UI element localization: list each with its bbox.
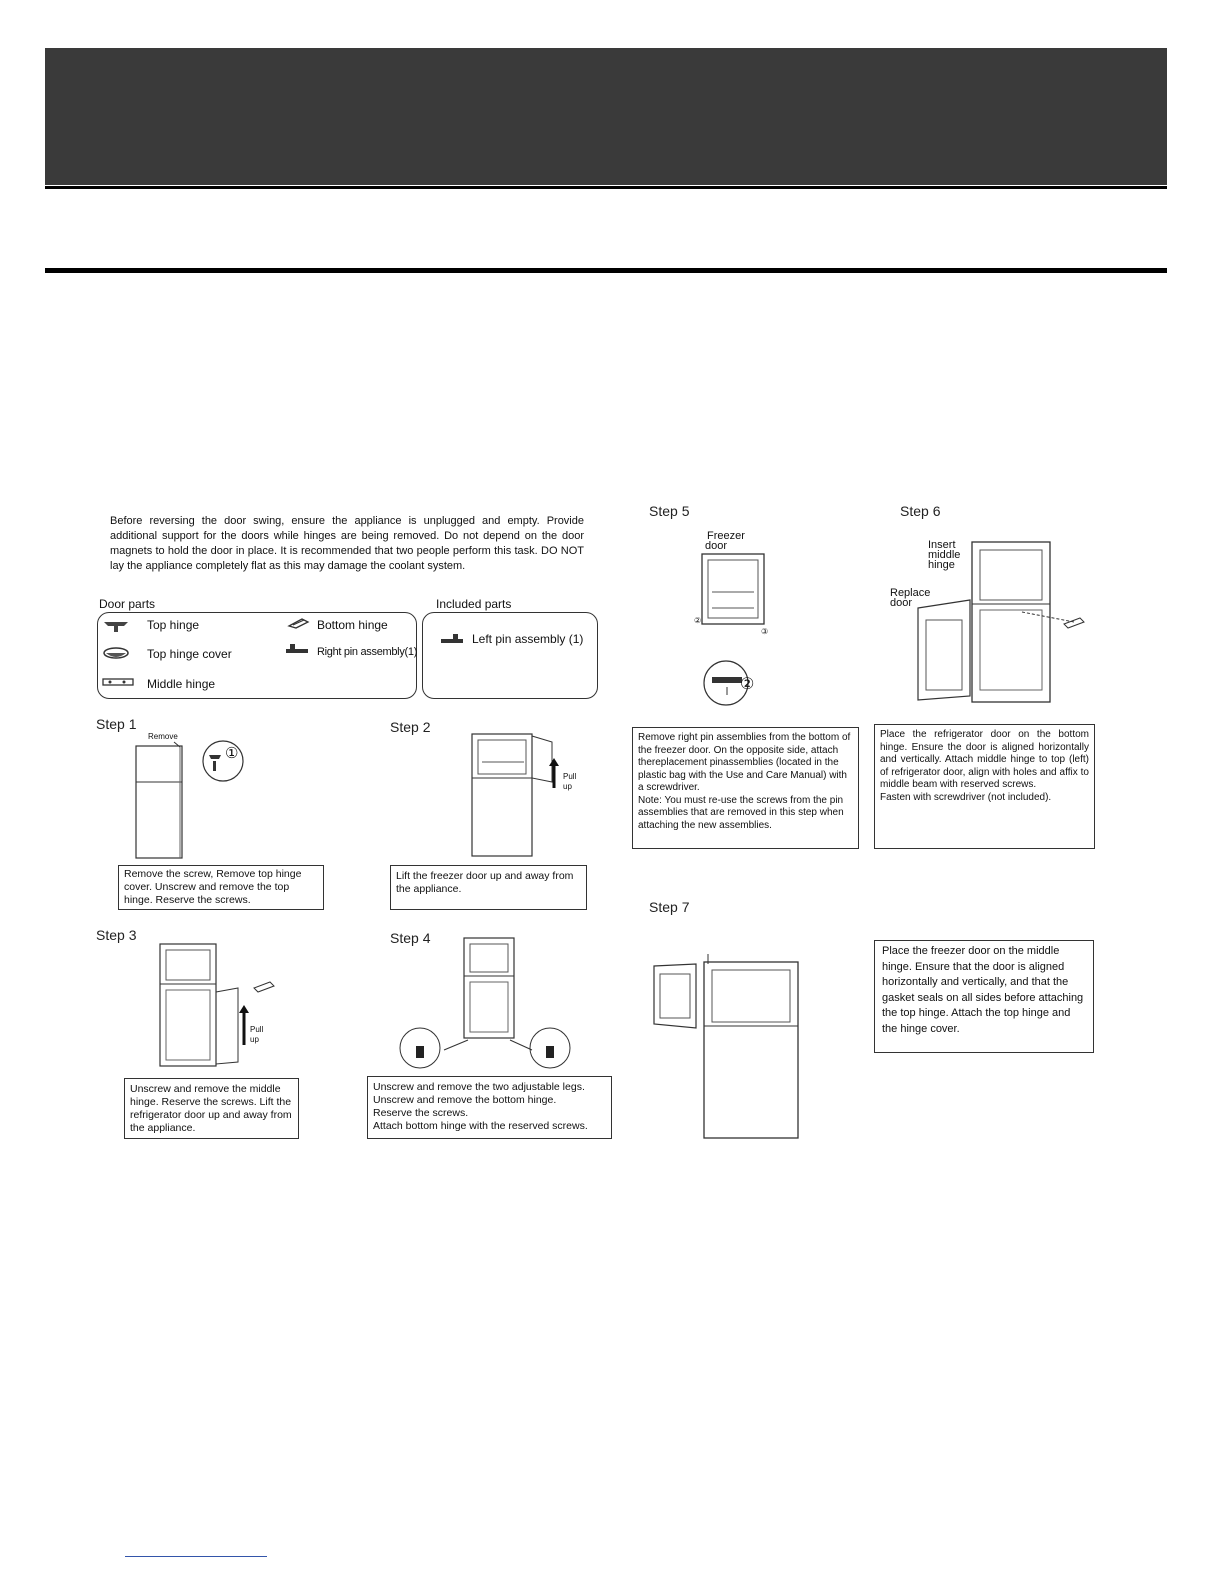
step-4-instruction-box: Unscrew and remove the two adjustable le… (367, 1076, 612, 1139)
part-bottom-hinge: Bottom hinge (317, 618, 388, 632)
step-4-label: Step 4 (390, 930, 431, 946)
step-1-number-callout: ① (225, 745, 239, 762)
step-2-pull-callout: Pull (563, 772, 577, 781)
step-1-fridge-illustration (135, 741, 183, 859)
part-middle-hinge: Middle hinge (147, 677, 216, 691)
step-7-fridge-illustration (653, 954, 799, 1139)
part-right-pin-assembly: Right pin assembly(1) (317, 646, 418, 658)
step-6-door-callout: door (890, 597, 913, 609)
door-parts-label: Door parts (99, 597, 156, 611)
intro-warning-text: Before reversing the door swing, ensure … (110, 515, 584, 572)
step-3-label: Step 3 (96, 927, 137, 943)
step-2-instruction-box: Lift the freezer door up and away from t… (390, 865, 587, 910)
step-3-fridge-illustration (159, 943, 275, 1067)
header-bar (45, 48, 1167, 185)
step-2-fridge-illustration (471, 733, 553, 857)
step-7-label: Step 7 (649, 899, 690, 915)
step-5-label: Step 5 (649, 503, 690, 519)
top-hinge-icon (104, 622, 128, 632)
step-5-freezer-callout: Freezer (707, 530, 745, 542)
step-6-middle-callout: middle (928, 549, 961, 561)
step-2-up-callout: up (563, 782, 572, 791)
step-3-instruction-box: Unscrew and remove the middle hinge. Res… (124, 1078, 299, 1139)
step-3-instruction: Unscrew and remove the middle hinge. Res… (130, 1083, 292, 1134)
step-6-hinge-callout: hinge (928, 559, 955, 571)
step-1-detail-circle (202, 740, 244, 782)
step-6-fridge-illustration (917, 541, 1085, 703)
step-5-freezer-door-illustration (701, 553, 765, 625)
step-5-callout-3: ③ (761, 627, 769, 636)
step-5-instruction: Remove right pin assemblies from the bot… (638, 732, 851, 831)
part-top-hinge-cover: Top hinge cover (147, 647, 232, 661)
step-2-instruction: Lift the freezer door up and away from t… (396, 870, 574, 895)
step-4-fridge-illustration (399, 937, 571, 1069)
step-6-instruction-box: Place the refrigerator door on the botto… (874, 724, 1095, 849)
footer-link[interactable] (125, 1556, 267, 1557)
right-pin-assembly-icon (286, 644, 308, 653)
step-3-pull-up-arrow (239, 1005, 249, 1045)
part-top-hinge: Top hinge (147, 618, 200, 632)
step-7-instruction-box: Place the freezer door on the middle hin… (874, 940, 1094, 1053)
part-left-pin-assembly: Left pin assembly (1) (472, 632, 584, 646)
step-1-remove-callout: Remove (148, 732, 178, 741)
step-2-pull-up-arrow (549, 758, 559, 788)
step-6-instruction: Place the refrigerator door on the botto… (880, 729, 1089, 803)
left-pin-assembly-icon (441, 634, 463, 643)
included-parts-label: Included parts (436, 597, 512, 611)
step-5-callout-2a: ② (694, 616, 702, 625)
title-rule (45, 268, 1167, 273)
step-6-insert-callout: Insert (928, 539, 956, 551)
header-rule (45, 186, 1167, 189)
step-3-pull-callout: Pull (250, 1025, 264, 1034)
step-6-replace-callout: Replace (890, 587, 931, 599)
step-5-callout-2b: ② (740, 676, 755, 693)
step-3-up-callout: up (250, 1035, 259, 1044)
step-5-instruction-box: Remove right pin assemblies from the bot… (632, 727, 859, 849)
step-6-label: Step 6 (900, 503, 941, 519)
bottom-hinge-icon (287, 618, 310, 629)
step-1-instruction-box: Remove the screw, Remove top hinge cover… (118, 865, 324, 910)
step-1-instruction: Remove the screw, Remove top hinge cover… (124, 868, 302, 906)
top-hinge-cover-icon (103, 647, 129, 659)
included-parts-box: Left pin assembly (1) (422, 612, 598, 699)
middle-hinge-icon (102, 678, 134, 686)
step-7-instruction: Place the freezer door on the middle hin… (882, 945, 1084, 1035)
step-1-label: Step 1 (96, 716, 137, 732)
step-2-label: Step 2 (390, 719, 431, 735)
step-5-detail-circle (703, 660, 749, 706)
step-5-door-callout: door (705, 540, 728, 552)
step-4-instruction: Unscrew and remove the two adjustable le… (373, 1081, 588, 1132)
door-parts-box: Top hinge Top hinge cover Middle hinge B… (97, 612, 417, 699)
